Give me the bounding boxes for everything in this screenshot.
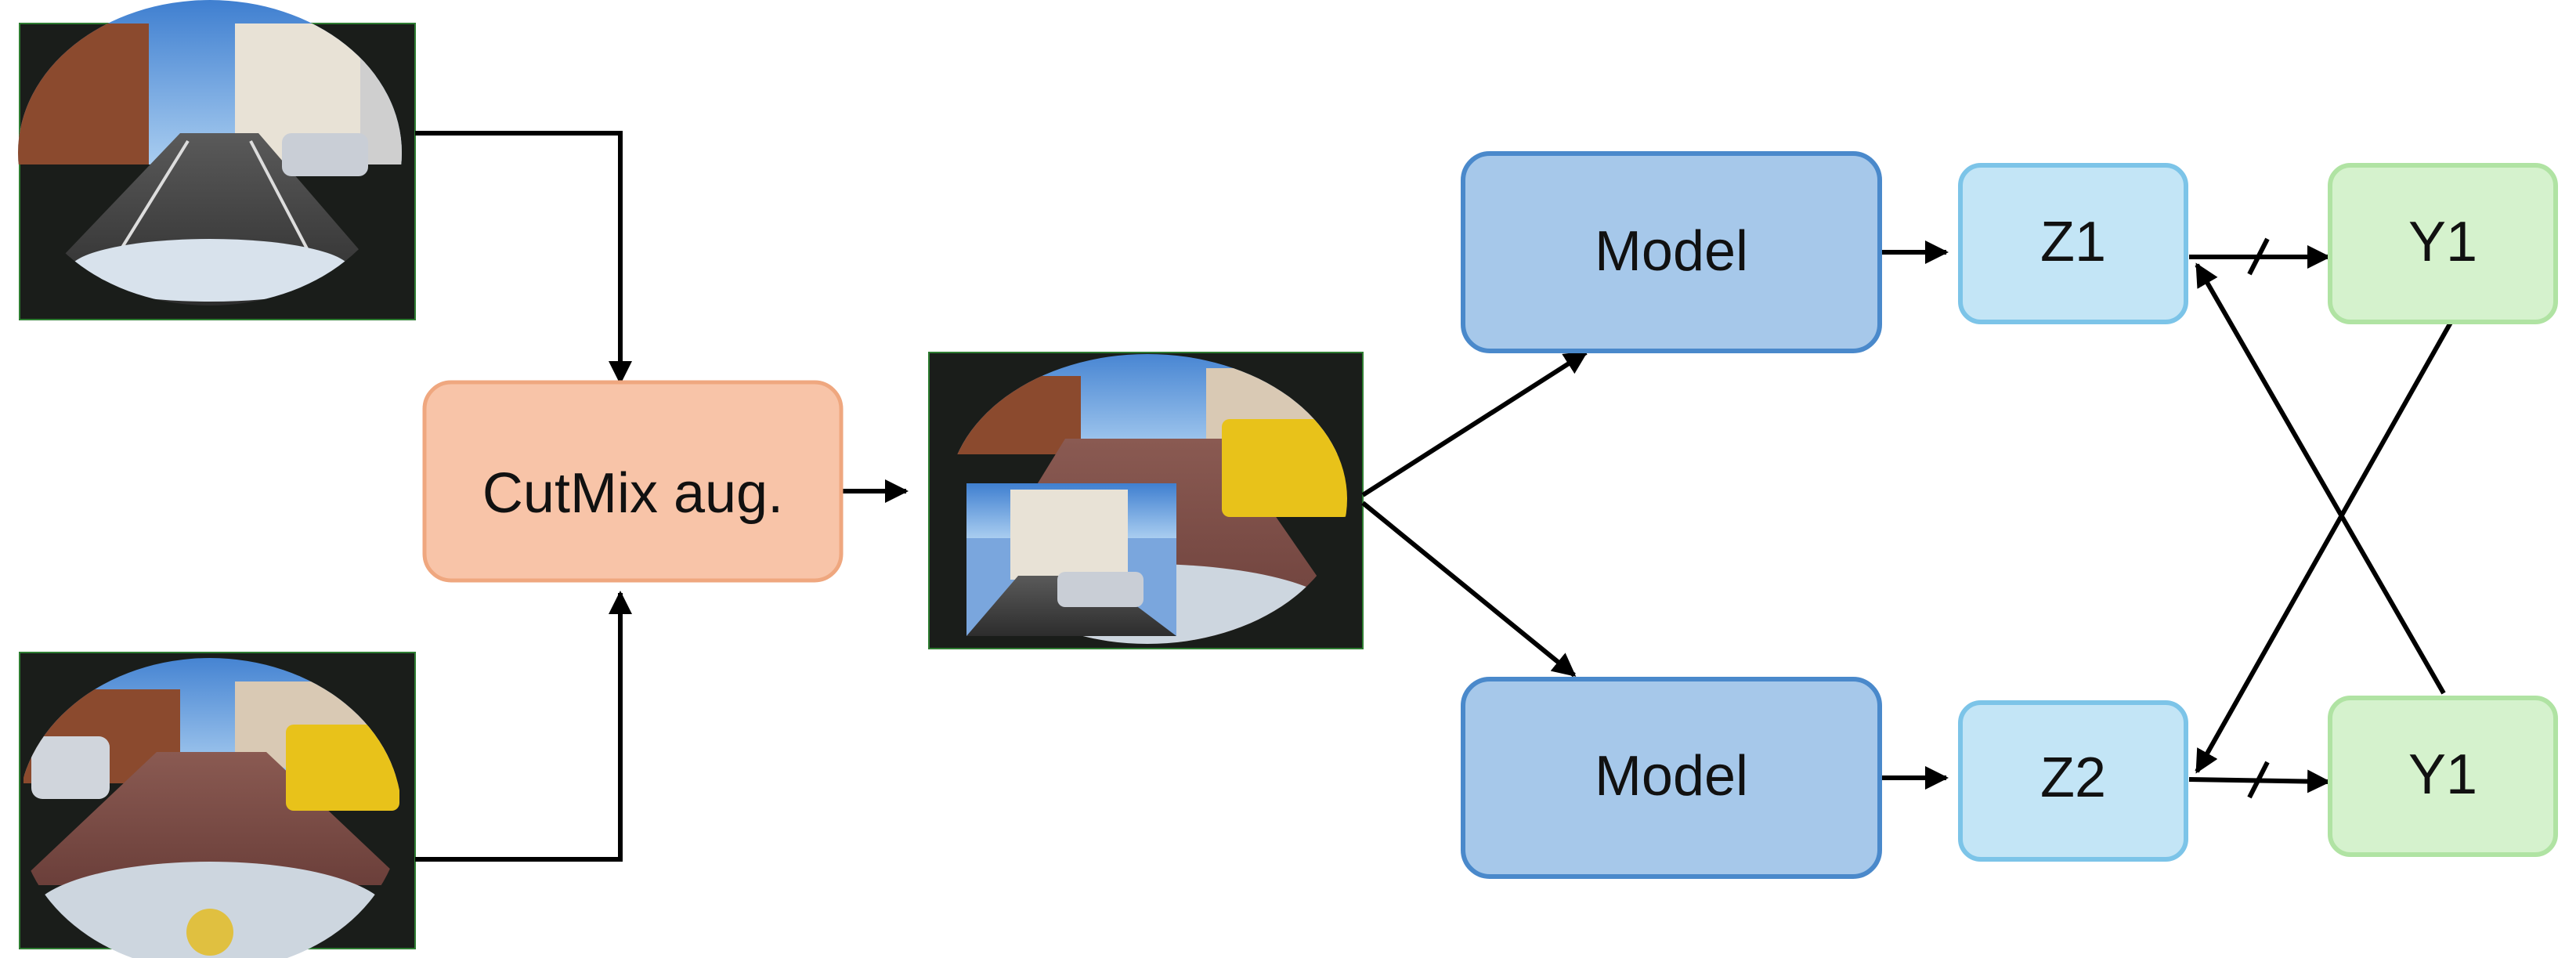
input-image-top [18, 0, 416, 320]
cutmix-label: CutMix aug. [482, 462, 783, 525]
z2-label: Z2 [2040, 747, 2106, 809]
arrow-y-top-to-z2 [2195, 320, 2454, 774]
model-top-box: Model [1461, 151, 1882, 353]
model-top-label: Model [1595, 220, 1748, 283]
stop-gradient-mark-top [2247, 237, 2270, 276]
arrow-mixed-to-model-top [1361, 350, 1588, 497]
input-image-bottom [18, 652, 416, 958]
arrow-top-image-to-cutmix [415, 131, 632, 385]
y-top-box: Y1 [2328, 163, 2558, 324]
model-bottom-label: Model [1595, 745, 1748, 808]
arrow-y-bottom-to-z1 [2195, 262, 2446, 695]
stop-gradient-mark-bottom [2247, 761, 2270, 799]
y-bottom-label: Y1 [2408, 743, 2477, 806]
cutmix-result-image [928, 352, 1364, 649]
z1-box: Z1 [1958, 163, 2188, 324]
cutmix-box-rect [422, 380, 844, 583]
cutmix-box: CutMix aug. [422, 380, 844, 583]
z1-label: Z1 [2040, 211, 2106, 273]
model-bottom-box: Model [1461, 677, 1882, 879]
arrows [415, 131, 2454, 862]
y-top-label: Y1 [2408, 211, 2477, 273]
y-bottom-box: Y1 [2328, 696, 2558, 857]
arrow-bottom-image-to-cutmix [415, 591, 632, 862]
cutmix-pasted-patch [966, 483, 1176, 636]
z2-box: Z2 [1958, 700, 2188, 862]
arrow-mixed-to-model-bottom [1361, 501, 1577, 678]
